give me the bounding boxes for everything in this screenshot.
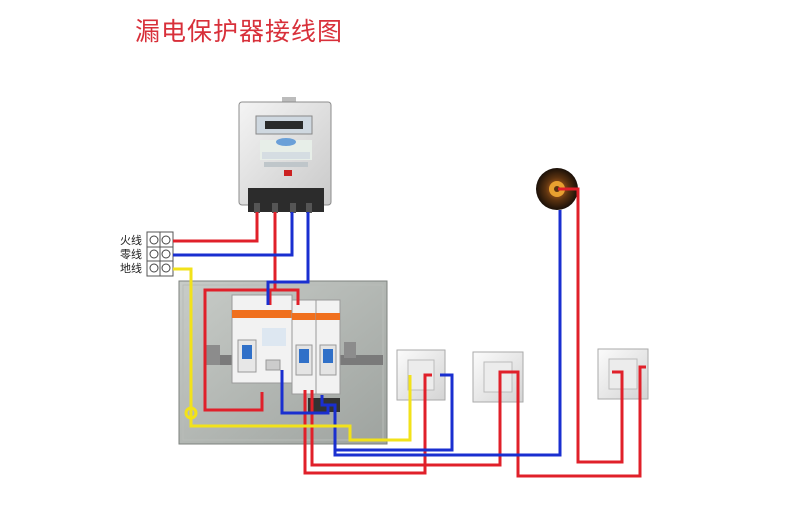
live-wires (173, 187, 646, 478)
neutral-label: 零线 (120, 247, 142, 261)
ground-wires (173, 267, 412, 442)
circuit-breaker-2 (315, 299, 341, 395)
page-title: 漏电保护器接线图 (135, 17, 344, 46)
electric-meter (238, 97, 332, 213)
terminal-block (146, 231, 174, 277)
leakage-protector (231, 294, 293, 384)
wall-switch-1 (396, 349, 446, 401)
live-label: 火线 (120, 233, 142, 247)
distribution-box (178, 280, 388, 445)
ground-label: 地线 (120, 261, 142, 275)
wall-switch-2 (472, 351, 524, 403)
neutral-wires (173, 210, 562, 457)
lamp-holder (536, 168, 578, 210)
circuit-breaker-1 (291, 299, 317, 395)
